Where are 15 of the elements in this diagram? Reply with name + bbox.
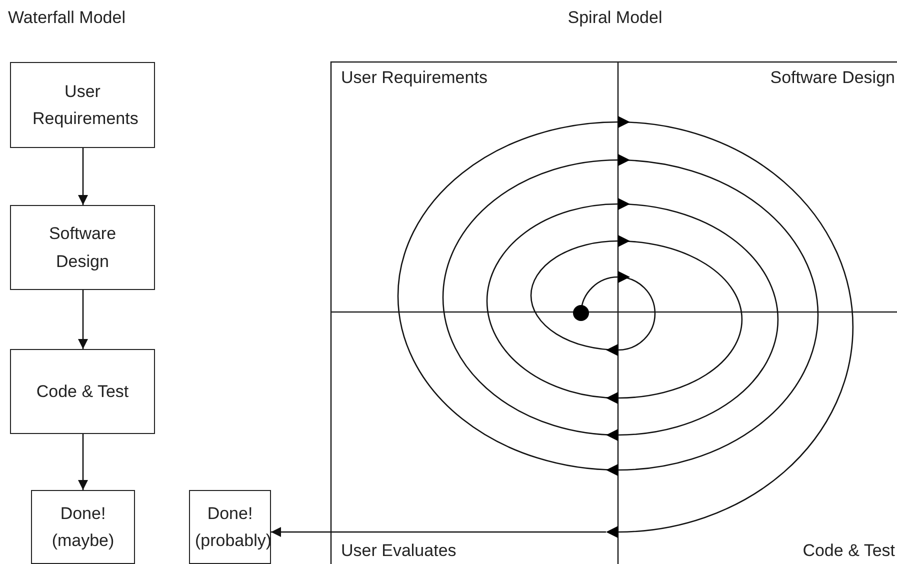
process-box: Code & Test <box>10 349 155 434</box>
arrow <box>78 290 88 349</box>
process-box: User Requirements <box>10 62 155 148</box>
process-box: Software Design <box>10 205 155 290</box>
end-box: Done! (maybe) <box>31 490 135 564</box>
arrow <box>78 434 88 490</box>
section-title: Waterfall Model <box>8 8 126 28</box>
quadrant-label: Code & Test <box>802 541 895 561</box>
quadrant-label: User Evaluates <box>341 541 456 561</box>
end-box: Done! (probably) <box>189 490 271 564</box>
section-title: Spiral Model <box>568 8 662 28</box>
arrow <box>271 527 606 537</box>
quadrant-label: User Requirements <box>341 68 488 88</box>
quadrant-label: Software Design <box>770 68 895 88</box>
arrow <box>78 148 88 205</box>
